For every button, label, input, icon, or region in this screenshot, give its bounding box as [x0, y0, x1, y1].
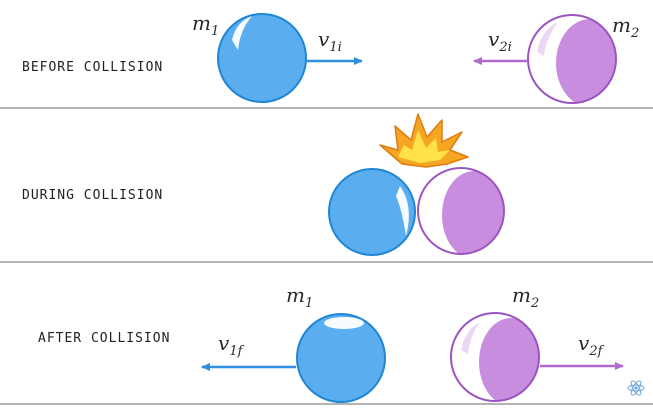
mass-label-m1-before: m1: [192, 11, 219, 39]
velocity-v2i-base: v: [488, 27, 500, 51]
mass-m1-after-sub: 1: [305, 296, 313, 311]
during-collision-panel: DURING COLLISION: [0, 113, 653, 263]
after-collision-panel: AFTER COLLISION m1 v1f m2 v2f: [0, 283, 653, 405]
velocity-label-v1i: v1i: [318, 27, 342, 55]
mass-label-m2-after: m2: [512, 283, 539, 311]
velocity-label-v2f: v2f: [578, 331, 605, 359]
before-collision-panel: BEFORE COLLISION m1 v1i m2 v2i: [0, 11, 653, 109]
mass-m1-after-base: m: [286, 283, 305, 307]
velocity-v1i-base: v: [318, 27, 330, 51]
mass-label-m2-before: m2: [612, 13, 639, 41]
velocity-label-v2i: v2i: [488, 27, 512, 55]
velocity-v2f-sub: 2f: [588, 344, 604, 359]
velocity-v1i-sub: 1i: [329, 40, 341, 55]
mass-m1-before-sub: 1: [211, 24, 219, 39]
ball-m2-before: [527, 14, 617, 104]
during-collision-label: DURING COLLISION: [22, 188, 163, 203]
velocity-label-v1f: v1f: [218, 331, 245, 359]
ball-m1-after: [296, 313, 386, 403]
after-collision-label: AFTER COLLISION: [38, 331, 170, 346]
ball-m2-after: [450, 312, 540, 402]
ball-m1-before: [217, 13, 307, 103]
mass-m1-before-base: m: [192, 11, 211, 35]
velocity-v1f-base: v: [218, 331, 230, 355]
velocity-v2i-sub: 2i: [498, 40, 511, 55]
mass-m2-before-base: m: [612, 13, 631, 37]
mass-m2-after-base: m: [512, 283, 531, 307]
mass-m2-before-sub: 2: [630, 26, 639, 41]
velocity-v2f-base: v: [578, 331, 590, 355]
atom-icon: [627, 380, 645, 396]
before-collision-label: BEFORE COLLISION: [22, 60, 163, 75]
velocity-v1f-sub: 1f: [229, 344, 244, 359]
explosion-burst-icon: [379, 113, 469, 168]
mass-m2-after-sub: 2: [530, 296, 539, 311]
ball-m1-during: [328, 168, 416, 256]
ball-m2-during: [417, 167, 505, 255]
mass-label-m1-after: m1: [286, 283, 313, 311]
